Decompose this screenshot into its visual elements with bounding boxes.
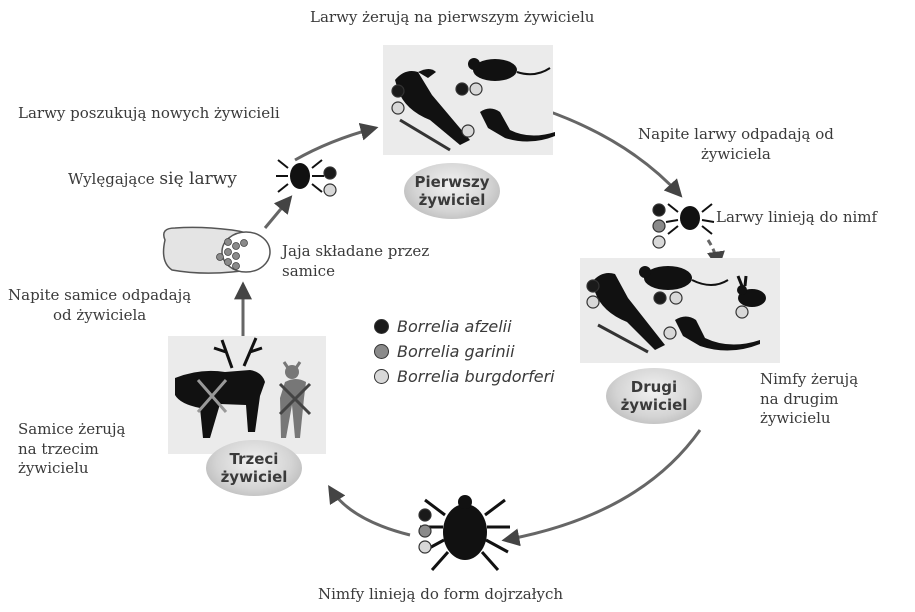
legend-item-garinii: Borrelia garinii [374,339,555,364]
borrelia-dot [653,204,665,216]
label-eggs: Jaja składane przez samice [282,242,429,281]
borrelia-dot [462,125,474,137]
legend-label-garinii: Borrelia garinii [397,342,515,361]
label-nymphs-feed-line2: na drugim [760,390,858,410]
label-fed-females-line2: od żywiciela [8,306,191,326]
borrelia-dot [653,236,665,248]
arrow-adult-to-third-host [330,488,410,535]
legend-dot-garinii [374,344,389,359]
borrelia-dot [736,306,748,318]
borrelia-dot [392,102,404,114]
tick-icon [420,495,510,570]
second-host-line1: Drugi [621,378,688,396]
legend-item-burgdorferi: Borrelia burgdorferi [374,364,555,389]
label-fed-larvae-drop: Napite larwy odpadają od żywiciela [638,125,834,164]
label-nymphs-feed: Nimfy żerują na drugim żywicielu [760,370,858,429]
tick-icon [276,160,324,192]
borrelia-dot [670,292,682,304]
legend-label-burgdorferi: Borrelia burgdorferi [397,367,555,386]
borrelia-dot [653,220,665,232]
borrelia-dot [419,525,431,537]
label-hatching-part2: się larwy [159,169,236,189]
second-host-line2: żywiciel [621,396,688,414]
legend-dot-afzelii [374,319,389,334]
legend-item-afzelii: Borrelia afzelii [374,314,555,339]
label-fed-larvae-line1: Napite larwy odpadają od [638,125,834,145]
borrelia-dot [470,83,482,95]
borrelia-dot [587,280,599,292]
arrow-larvae-to-first-host [295,128,375,160]
label-nymphs-feed-line3: żywicielu [760,409,858,429]
third-host-line1: Trzeci [221,450,288,468]
borrelia-dot [324,167,336,179]
borrelia-dot [664,327,676,339]
egg-mass-icon [164,227,270,273]
label-females-feed-line1: Samice żerują [18,420,126,440]
label-larvae-seek: Larwy poszukują nowych żywicieli [18,104,280,124]
first-host-line1: Pierwszy [415,173,490,191]
label-larvae-molt: Larwy linieją do nimf [716,208,877,228]
label-larvae-first-host: Larwy żerują na pierwszym żywicielu [310,8,594,28]
third-host-line2: żywiciel [221,468,288,486]
label-fed-larvae-line2: żywiciela [638,145,834,165]
label-fed-females-line1: Napite samice odpadają [8,286,191,306]
arrow-second-host-to-adult [505,430,700,540]
legend: Borrelia afzelii Borrelia garinii Borrel… [374,314,555,389]
arrow-eggs-to-hatch [265,198,290,228]
label-fed-females-drop: Napite samice odpadają od żywiciela [8,286,191,325]
tick-icon [666,204,714,234]
borrelia-dot [324,184,336,196]
borrelia-dot [392,85,404,97]
label-hatching-larvae: Wylęgające się larwy [68,168,237,190]
first-host-line2: żywiciel [415,191,490,209]
label-hatching-part1: Wylęgające [68,170,159,188]
label-females-feed: Samice żerują na trzecim żywicielu [18,420,126,479]
borrelia-dot [587,296,599,308]
borrelia-dot [654,292,666,304]
legend-label-afzelii: Borrelia afzelii [397,317,512,336]
borrelia-dot [419,509,431,521]
label-females-feed-line3: żywicielu [18,459,126,479]
label-females-feed-line2: na trzecim [18,440,126,460]
borrelia-dot [456,83,468,95]
label-eggs-line2: samice [282,262,429,282]
legend-dot-burgdorferi [374,369,389,384]
label-eggs-line1: Jaja składane przez [282,242,429,262]
label-nymphs-feed-line1: Nimfy żerują [760,370,858,390]
label-nymphs-molt: Nimfy linieją do form dojrzałych [318,585,563,605]
borrelia-dot [419,541,431,553]
